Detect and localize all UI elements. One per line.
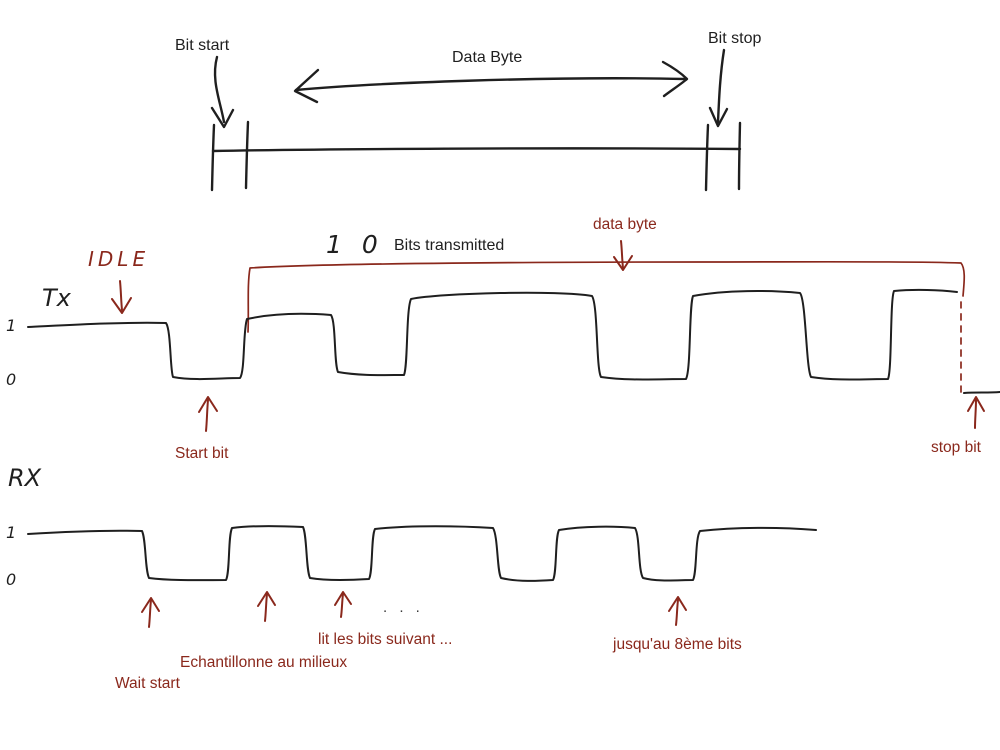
start-bit-label: Start bit — [175, 445, 229, 462]
idle-arrow — [111, 280, 132, 314]
read-following-arrow — [334, 591, 352, 618]
sample-middle-label: Echantillonne au milieux — [180, 654, 347, 671]
tx-stop-low-tail — [963, 391, 1000, 394]
bit-stop-arrow — [708, 48, 729, 128]
read-following-label: lit les bits suivant ... — [318, 631, 452, 648]
bit-start-arrow — [210, 55, 235, 129]
rx-level-one: 1 — [6, 523, 16, 542]
bit-start-label: Bit start — [175, 37, 230, 54]
tx-level-zero: 0 — [6, 370, 16, 389]
tx-level-one: 1 — [6, 316, 16, 335]
wait-start-arrow — [141, 597, 160, 628]
tx-signal-label: Tx — [42, 284, 72, 312]
data-byte-span-label: Data Byte — [452, 49, 522, 66]
tx-data-byte-bracket — [247, 260, 966, 333]
frame-tick-start-right — [244, 120, 250, 190]
data-byte-span-arrow — [293, 60, 689, 104]
until-eighth-label: jusqu'au 8ème bits — [612, 636, 742, 653]
tx-section: IDLE Tx 1 0 1 0 Bits transmitted data by… — [6, 216, 1000, 462]
rx-level-zero: 0 — [6, 570, 16, 589]
rx-section: RX 1 0 . . . Wait start Echantillonne au… — [6, 464, 817, 692]
bits-transmitted-label: Bits transmitted — [394, 237, 504, 254]
ellipsis-mark: . . . — [383, 599, 424, 616]
sample-middle-arrow — [257, 591, 276, 622]
frame-section: Bit start Data Byte Bit stop — [175, 30, 761, 192]
idle-label: IDLE — [88, 247, 149, 271]
tx-waveform — [27, 288, 958, 381]
wait-start-label: Wait start — [115, 675, 181, 692]
frame-tick-stop-right — [737, 121, 742, 191]
start-bit-arrow — [198, 396, 218, 432]
tx-data-byte-label: data byte — [593, 216, 657, 233]
rx-waveform — [27, 525, 817, 582]
frame-tick-stop-left — [704, 123, 710, 192]
bit-stop-label: Bit stop — [708, 30, 761, 47]
stop-bit-label: stop bit — [931, 439, 982, 456]
stop-bit-arrow — [967, 396, 985, 429]
bits-count-digits: 1 0 — [326, 230, 384, 259]
rx-signal-label: RX — [8, 464, 42, 492]
until-eighth-arrow — [668, 596, 687, 626]
frame-baseline — [211, 147, 742, 153]
tx-data-byte-arrow — [613, 240, 633, 271]
frame-tick-start-left — [210, 123, 216, 192]
